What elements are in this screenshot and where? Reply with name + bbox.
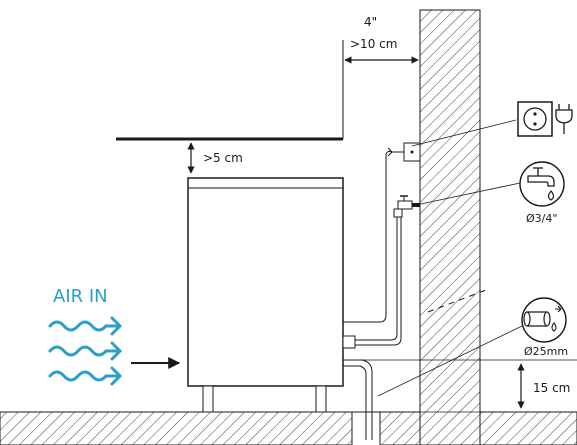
air-in-group: AIR IN <box>48 286 181 386</box>
socket-leader <box>411 119 517 147</box>
water-diameter-label: Ø3/4" <box>526 212 557 225</box>
drain-pipe-icon: Ø25mm <box>521 297 568 358</box>
tap-leader <box>415 182 521 206</box>
wall <box>419 9 481 445</box>
drain-diameter-label: Ø25mm <box>524 345 568 358</box>
power-plug-icon <box>555 104 573 134</box>
top-inches-label: 4" <box>364 15 377 29</box>
power-cable <box>343 151 404 323</box>
water-tap-icon: Ø3/4" <box>519 161 565 225</box>
air-in-label: AIR IN <box>53 286 108 307</box>
floor <box>0 411 577 445</box>
air-flow-wave-icon <box>48 316 123 386</box>
top-clearance-dimension: 4" >10 cm <box>344 15 419 64</box>
appliance <box>187 177 344 413</box>
wall-water-tap <box>393 195 420 218</box>
power-socket-icon <box>517 101 553 137</box>
top-clearance-label: >10 cm <box>350 37 397 51</box>
water-hose <box>343 217 398 341</box>
side-clearance-label: >5 cm <box>203 151 243 165</box>
side-clearance-dimension: >5 cm <box>187 142 243 174</box>
drain-leader <box>377 324 525 397</box>
drain-height-dimension: 15 cm <box>356 359 577 413</box>
drain-height-label: 15 cm <box>533 381 570 395</box>
